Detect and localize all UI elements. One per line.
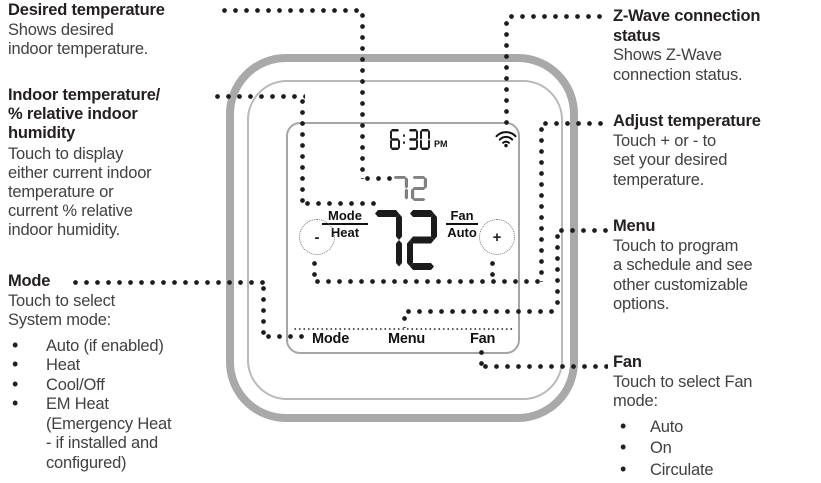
leader-adjust-h2 xyxy=(310,279,542,284)
fan-option-item: On xyxy=(613,438,818,459)
mode-options-list: Auto (if enabled)HeatCool/OffEM Heat (Em… xyxy=(8,336,226,474)
mode-option-item: Auto (if enabled) xyxy=(8,336,226,357)
leader-adjust-h1 xyxy=(538,121,608,126)
callout-fan-body: Touch to select Fan mode: xyxy=(613,372,753,411)
leader-fan-h xyxy=(478,364,608,369)
leader-zwave-v xyxy=(504,16,509,126)
system-mode-indicator: Mode Heat xyxy=(322,209,368,240)
leader-menu-stub xyxy=(402,311,407,328)
thermostat-inner-bezel xyxy=(247,80,563,400)
callout-mode: Mode Touch to select System mode: Auto (… xyxy=(8,272,226,473)
callout-fan: Fan Touch to select Fan mode: AutoOnCirc… xyxy=(613,353,818,482)
fan-mode-value: Auto xyxy=(447,225,477,240)
system-mode-value: Heat xyxy=(330,225,360,240)
leader-menu-h2 xyxy=(401,309,557,314)
button-row-separator xyxy=(293,328,515,330)
callout-indoor-temperature-title: Indoor temperature/ % relative indoor hu… xyxy=(8,86,161,142)
mode-option-item: EM Heat (Emergency Heat - if installed a… xyxy=(8,394,226,473)
setpoint-temp-display xyxy=(392,176,427,201)
callout-indoor-temperature-body: Touch to display either current indoor t… xyxy=(8,145,152,239)
temp-down-label: - xyxy=(314,228,320,246)
leader-desired-temp-h2 xyxy=(360,176,393,181)
callout-adjust-body: Touch + or - to set your desired tempera… xyxy=(613,131,728,189)
leader-indoor-temp-h1 xyxy=(210,94,305,99)
leader-adjust-minus-stub xyxy=(312,256,317,282)
callout-adjust-title: Adjust temperature xyxy=(613,112,761,130)
leader-mode-v xyxy=(261,281,266,339)
leader-menu-h1 xyxy=(554,228,608,233)
indoor-temp-display[interactable] xyxy=(372,210,437,270)
temp-up-label: + xyxy=(492,228,502,246)
callout-desired-temperature-body: Shows desired indoor temperature. xyxy=(8,20,149,59)
callout-adjust-temperature: Adjust temperature Touch + or - to set y… xyxy=(613,112,818,190)
leader-adjust-plus-stub xyxy=(490,256,495,282)
fan-options-list: AutoOnCirculate xyxy=(613,417,818,481)
system-mode-label: Mode xyxy=(322,209,368,225)
callout-menu-title: Menu xyxy=(613,217,656,235)
fan-mode-label: Fan xyxy=(446,209,478,225)
callout-mode-body: Touch to select System mode: xyxy=(8,291,116,330)
leader-adjust-v xyxy=(539,122,544,282)
leader-desired-temp-v xyxy=(360,8,365,179)
callout-fan-title: Fan xyxy=(613,353,642,371)
zwave-signal-icon xyxy=(494,129,518,148)
callout-zwave-title: Z-Wave connection status xyxy=(613,7,761,45)
clock-digits xyxy=(390,129,430,150)
callout-indoor-temperature: Indoor temperature/ % relative indoor hu… xyxy=(8,86,226,240)
fan-mode-indicator: Fan Auto xyxy=(446,209,478,240)
callout-mode-title: Mode xyxy=(8,272,51,290)
menu-button[interactable]: Menu xyxy=(388,331,426,347)
fan-button[interactable]: Fan xyxy=(470,331,496,347)
leader-indoor-temp-h2 xyxy=(300,201,377,206)
callout-desired-temperature: Desired temperature Shows desired indoor… xyxy=(8,1,223,60)
callout-zwave-status: Z-Wave connection status Shows Z-Wave co… xyxy=(613,7,818,85)
mode-button[interactable]: Mode xyxy=(312,331,350,347)
fan-option-item: Circulate xyxy=(613,460,818,481)
callout-menu-body: Touch to program a schedule and see othe… xyxy=(613,236,753,314)
callout-zwave-body: Shows Z-Wave connection status. xyxy=(613,46,743,84)
leader-zwave-h xyxy=(504,14,608,19)
callout-desired-temperature-title: Desired temperature xyxy=(8,1,165,19)
callout-menu: Menu Touch to program a schedule and see… xyxy=(613,217,818,315)
mode-option-item: Heat xyxy=(8,355,226,376)
leader-fan-stub xyxy=(479,345,484,367)
leader-mode-h1 xyxy=(68,280,265,285)
clock-period-label: PM xyxy=(434,139,448,149)
leader-mode-h2 xyxy=(261,334,306,339)
leader-desired-temp-h1 xyxy=(217,8,363,13)
clock-display: PM xyxy=(390,129,448,150)
mode-option-item: Cool/Off xyxy=(8,375,226,396)
temp-up-button[interactable]: + xyxy=(479,219,515,255)
fan-option-item: Auto xyxy=(613,417,818,438)
temp-down-button[interactable]: - xyxy=(299,219,335,255)
leader-menu-v xyxy=(555,229,560,307)
leader-indoor-temp-v xyxy=(300,94,305,204)
